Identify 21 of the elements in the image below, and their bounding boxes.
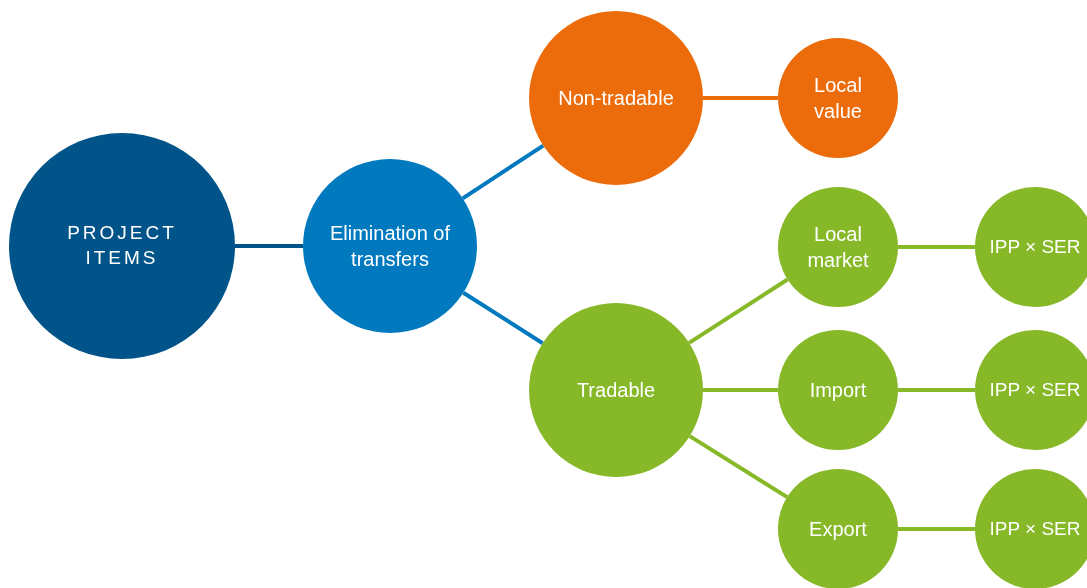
node-label: Non-tradable <box>558 86 674 111</box>
node-label: PROJECT ITEMS <box>66 221 178 270</box>
connector-line <box>461 144 545 200</box>
connector-line <box>898 245 975 249</box>
node-label: Local market <box>806 222 870 273</box>
node-label: IPP × SER <box>989 516 1081 541</box>
connector-line <box>462 291 544 345</box>
connector-line <box>898 388 975 392</box>
node-label: Import <box>809 378 867 403</box>
connector-line <box>688 277 789 345</box>
connector-line <box>898 527 975 531</box>
connector-line <box>703 388 778 392</box>
connector-line <box>235 244 303 248</box>
node-label: Local value <box>813 73 863 124</box>
connector-line <box>703 96 778 100</box>
node-label: Tradable <box>576 378 656 403</box>
connector-line <box>688 434 789 499</box>
node-label: IPP × SER <box>989 234 1081 259</box>
node-label: Export <box>809 517 867 542</box>
node-label: IPP × SER <box>989 377 1081 402</box>
node-label: Elimination of transfers <box>328 221 452 272</box>
